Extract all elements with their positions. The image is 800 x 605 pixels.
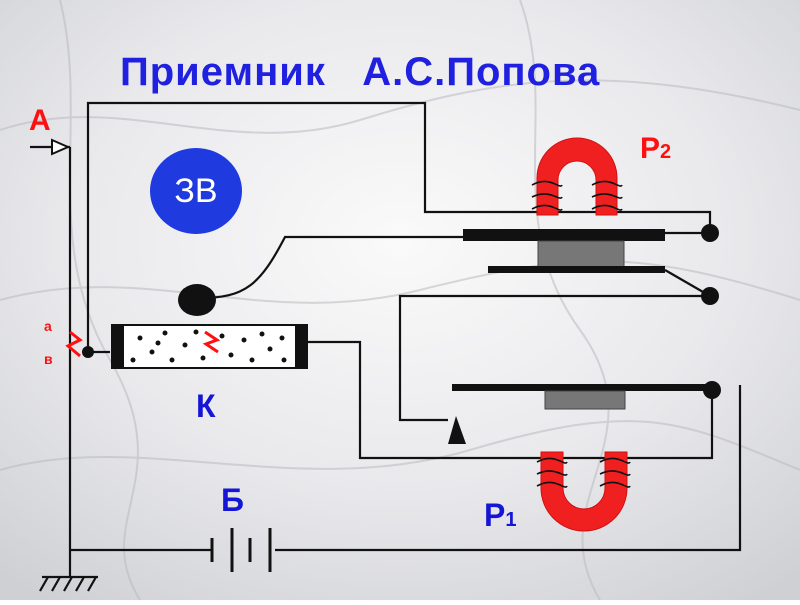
antenna-arrow	[51, 138, 71, 156]
bell-hammer	[178, 284, 216, 316]
contact-b-label: в	[44, 351, 53, 367]
antenna-label: А	[29, 104, 51, 137]
coherer-tube	[111, 324, 308, 369]
battery	[210, 528, 272, 572]
relay-2-label-sub: 2	[660, 141, 672, 163]
relay-2-label: Р2	[640, 132, 671, 166]
relay-1	[452, 384, 712, 532]
battery-label: Б	[221, 482, 244, 518]
wires	[30, 101, 742, 577]
ground-symbol	[39, 575, 98, 592]
coherer-label: К	[196, 388, 216, 424]
antenna-spark	[65, 330, 83, 358]
relay-2	[463, 137, 665, 273]
nodes	[82, 224, 721, 399]
relay-1-label-main: Р	[484, 497, 506, 533]
bell-circle: ЗВ	[150, 148, 242, 234]
diagram-title: Приемник А.С.Попова	[120, 50, 601, 94]
contact-a-label: а	[44, 318, 52, 334]
contact-triangle	[448, 416, 466, 444]
relay-1-label: Р1	[484, 497, 516, 534]
bell-label: ЗВ	[174, 171, 218, 210]
relay-1-label-sub: 1	[505, 509, 517, 531]
relay-2-label-main: Р	[640, 132, 661, 165]
